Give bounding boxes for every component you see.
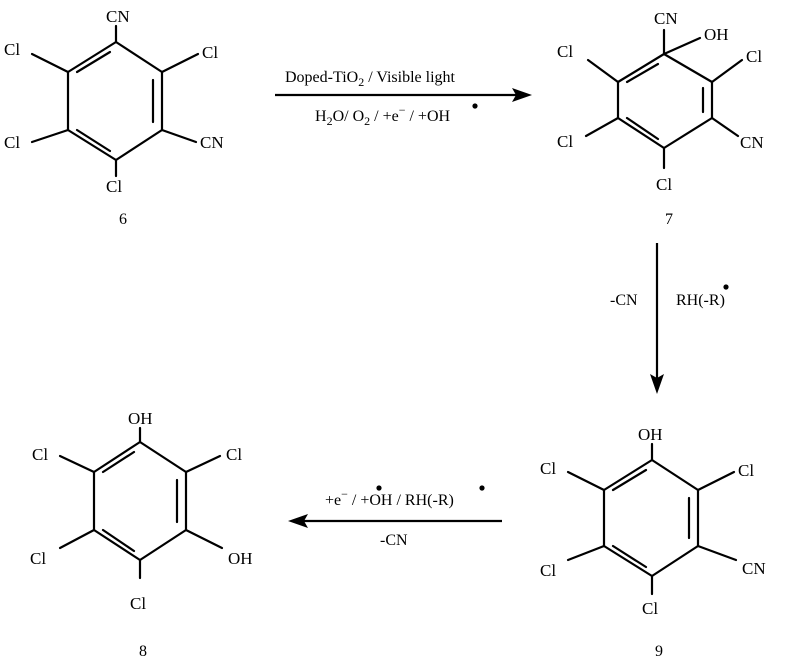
c9-top-label: OH <box>638 425 663 444</box>
c7-upper-right-label: Cl <box>746 47 762 66</box>
reaction-2-condition-left: -CN <box>610 292 638 309</box>
c8-top-label: OH <box>128 409 153 428</box>
c8-upper-right-label: Cl <box>226 445 242 464</box>
benzene-ring-9 <box>566 442 738 596</box>
reaction-2: -CN RH(-R) <box>610 243 729 394</box>
reaction-2-arrowhead <box>650 374 664 394</box>
c9-upper-left-label: Cl <box>540 459 556 478</box>
benzene-ring-8 <box>58 426 224 580</box>
c9-lower-left-label: Cl <box>540 561 556 580</box>
c7-lower-left-label: Cl <box>557 132 573 151</box>
radical-dot <box>723 284 729 290</box>
c8-lower-left-label: Cl <box>30 549 46 568</box>
c6-lower-left-label: Cl <box>4 133 20 152</box>
compound-8-number: 8 <box>139 643 147 660</box>
c7-lower-right-label: CN <box>740 133 764 152</box>
c7-upper-left-label: Cl <box>557 42 573 61</box>
benzene-ring-6 <box>30 24 200 178</box>
c6-top-label: CN <box>106 7 130 26</box>
compound-7-number: 7 <box>665 211 673 228</box>
c8-bottom-label: Cl <box>130 594 146 613</box>
c9-lower-right-label: CN <box>742 559 766 578</box>
benzene-ring-7 <box>584 28 744 170</box>
c9-upper-right-label: Cl <box>738 461 754 480</box>
reaction-3-arrowhead <box>288 514 308 528</box>
c6-lower-right-label: CN <box>200 133 224 152</box>
radical-dot <box>472 103 478 109</box>
compound-7: CN OH Cl Cl Cl CN Cl 7 <box>557 9 764 228</box>
c7-top-label: CN <box>654 9 678 28</box>
reaction-3: +e− / +OH / RH(-R) -CN <box>288 485 502 549</box>
compound-9: OH Cl Cl Cl CN Cl 9 <box>540 425 766 660</box>
c7-bottom-label: Cl <box>656 175 672 194</box>
c8-lower-right-label: OH <box>228 549 253 568</box>
c6-upper-right-label: Cl <box>202 43 218 62</box>
reaction-1: Doped-TiO2 / Visible light H2O/ O2 / +e−… <box>275 69 532 128</box>
radical-dot <box>479 485 485 491</box>
c7-hydroxyl-label: OH <box>704 25 729 44</box>
compound-6: CN Cl Cl Cl CN Cl 6 <box>4 7 224 228</box>
c9-bottom-label: Cl <box>642 599 658 618</box>
reaction-1-arrowhead <box>512 88 532 102</box>
reaction-1-conditions-above: Doped-TiO2 / Visible light <box>285 69 456 89</box>
reaction-3-conditions-above: +e− / +OH / RH(-R) <box>325 487 454 509</box>
c8-upper-left-label: Cl <box>32 445 48 464</box>
compound-6-number: 6 <box>119 211 127 228</box>
c6-upper-left-label: Cl <box>4 40 20 59</box>
compound-9-number: 9 <box>655 643 663 660</box>
reaction-2-condition-right: RH(-R) <box>676 292 725 309</box>
c6-bottom-label: Cl <box>106 177 122 196</box>
reaction-3-condition-below: -CN <box>380 532 408 549</box>
reaction-1-conditions-below: H2O/ O2 / +e− / +OH <box>315 103 451 128</box>
radical-dot <box>376 485 382 491</box>
compound-8: OH Cl Cl Cl OH Cl 8 <box>30 409 253 660</box>
